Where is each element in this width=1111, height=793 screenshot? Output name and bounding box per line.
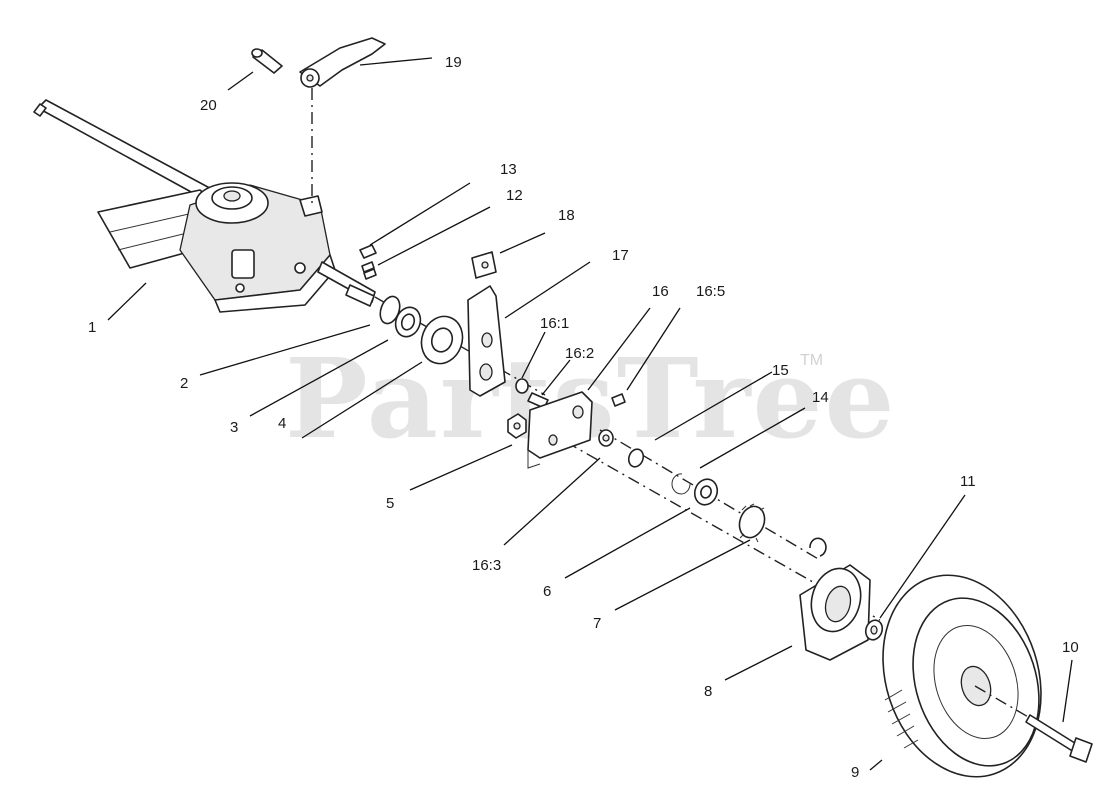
callout-2: 2 [180,375,188,392]
part-14-e-ring [671,473,719,506]
watermark-text: PartsTree [285,334,897,463]
callout-16: 16 [652,283,669,300]
wheel-axis [974,685,1031,719]
callout-11: 11 [960,473,976,490]
callout-16-2: 16:2 [565,345,594,362]
callout-8: 8 [704,683,712,700]
part-19-shift-lever [299,37,386,88]
callout-7: 7 [593,615,601,632]
callout-20: 20 [200,97,217,114]
callout-labels: 20 19 13 12 18 17 1 2 3 4 16:1 16:2 16 1… [88,54,1079,781]
callout-4: 4 [278,415,286,432]
part-11-bushing [864,619,884,641]
callout-3: 3 [230,419,238,436]
part-8-wheel-hub [799,564,871,661]
part-18-clip [471,251,497,279]
part-7-pinion-gear [738,503,827,557]
callout-5: 5 [386,495,394,512]
callout-17: 17 [612,247,629,264]
callout-15: 15 [772,362,789,379]
callout-16-1: 16:1 [540,315,569,332]
part-16-1-spacer [515,378,529,394]
part-16-bracket [527,391,593,469]
callout-16-3: 16:3 [472,557,501,574]
callout-16-5: 16:5 [696,283,725,300]
part-12-spring [361,261,377,280]
callout-14: 14 [812,389,829,406]
part-10-axle-bolt [1025,714,1093,763]
callout-13: 13 [500,161,517,178]
callout-18: 18 [558,207,575,224]
callout-9: 9 [851,764,859,781]
callout-1: 1 [88,319,96,336]
part-15-washer [627,448,645,468]
part-16-5-set-screw [611,393,626,407]
part-2-shaft-sleeve [345,284,375,307]
part-9-wheel [882,574,1042,778]
callout-6: 6 [543,583,551,600]
part-1-transmission-assembly [33,99,376,313]
part-17-adjuster-plate [467,285,506,397]
part-4-washer [394,306,464,365]
callout-19: 19 [445,54,462,71]
watermark-trademark: TM [800,352,823,369]
callout-12: 12 [506,187,523,204]
part-5-nut [507,413,527,439]
part-20-pin [251,48,283,74]
callout-10: 10 [1062,639,1079,656]
leader-lines [107,57,1073,771]
part-13-key [359,244,377,259]
part-16-3-nut [598,429,614,447]
